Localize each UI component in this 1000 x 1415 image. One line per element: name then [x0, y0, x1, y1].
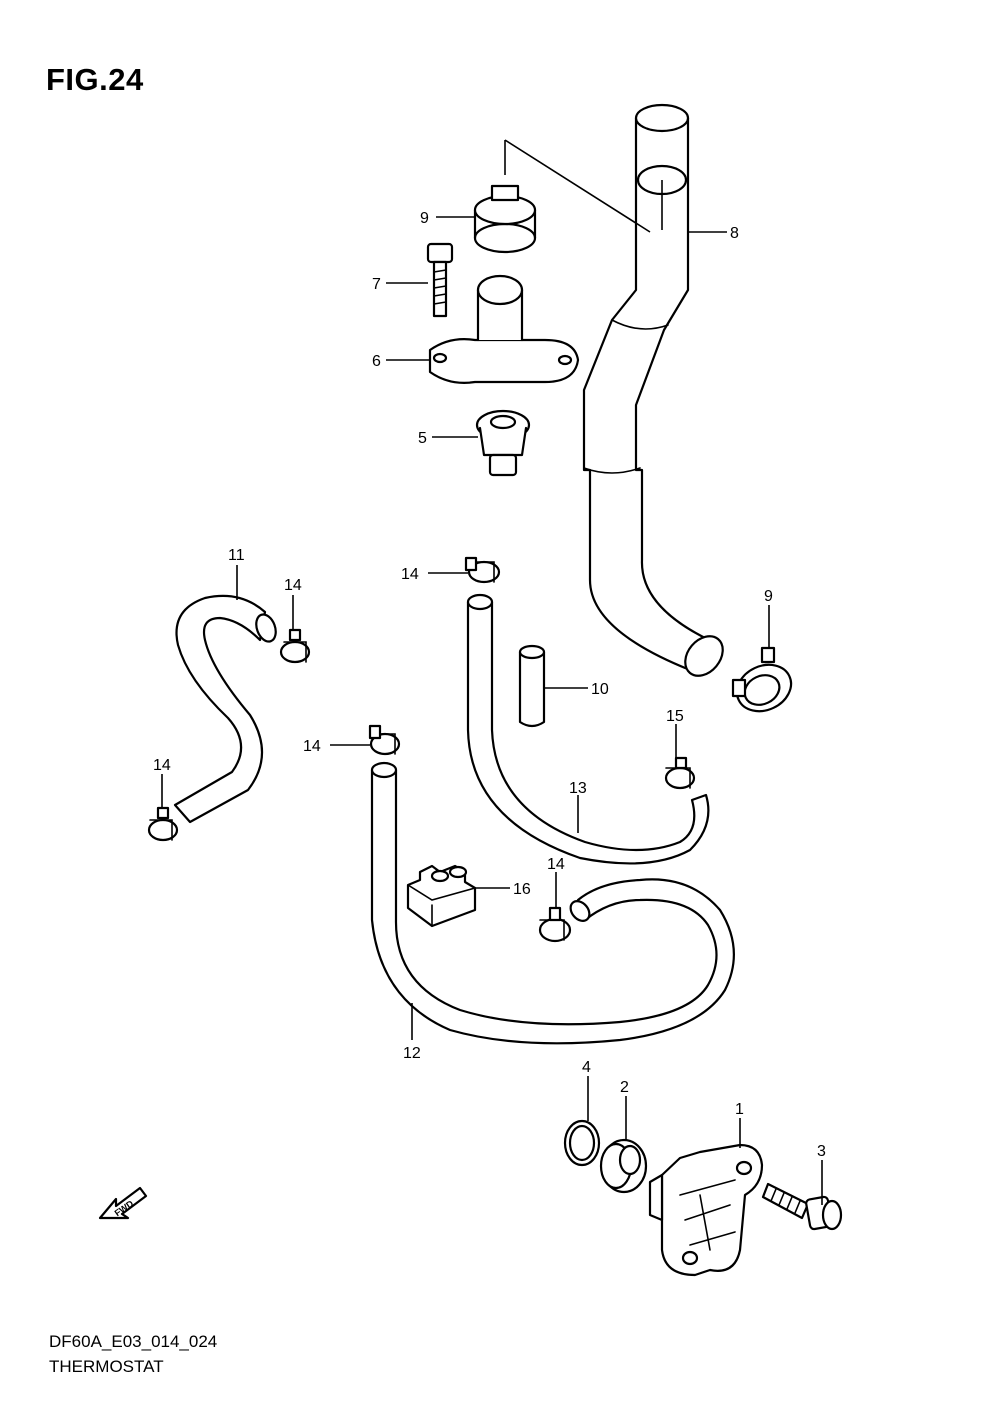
hose-clamp-9-lower[interactable] — [729, 646, 798, 720]
callout-14-e: 14 — [547, 856, 565, 873]
hose-8[interactable] — [582, 103, 730, 683]
callout-6: 6 — [372, 353, 381, 370]
hose-clamp-14-c[interactable] — [464, 556, 501, 584]
thermostat-cover-6[interactable] — [428, 274, 580, 384]
callout-14-c: 14 — [401, 566, 419, 583]
callout-9-lower: 9 — [764, 588, 773, 605]
callout-8-leader — [504, 139, 727, 233]
hose-clamp-14-d[interactable] — [368, 724, 401, 756]
figure-code: DF60A_E03_014_024 — [49, 1332, 218, 1351]
hose-clamp-9-upper[interactable] — [473, 184, 537, 254]
callout-1: 1 — [735, 1101, 744, 1118]
hose-12[interactable] — [370, 761, 735, 1045]
hose-13[interactable] — [466, 593, 710, 865]
callout-3: 3 — [817, 1143, 826, 1160]
hose-clamp-14-e[interactable] — [538, 906, 572, 943]
callout-9-upper: 9 — [420, 210, 429, 227]
callout-5: 5 — [418, 430, 427, 447]
callout-14-d: 14 — [303, 738, 321, 755]
callout-16: 16 — [513, 881, 531, 898]
callout-4: 4 — [582, 1059, 591, 1076]
thermostat-5[interactable] — [475, 409, 531, 477]
hose-clamp-15[interactable] — [664, 756, 696, 790]
fwd-arrow-icon: FWD — [98, 1186, 148, 1220]
callout-12: 12 — [403, 1045, 421, 1062]
callout-14-b: 14 — [153, 757, 171, 774]
bolt-3[interactable] — [761, 1182, 843, 1231]
callout-8: 8 — [730, 225, 739, 242]
hose-11[interactable] — [173, 594, 279, 824]
pipe-10[interactable] — [518, 644, 546, 728]
callout-14-a: 14 — [284, 577, 302, 594]
hose-holder-16[interactable] — [406, 864, 477, 928]
callout-2: 2 — [620, 1079, 629, 1096]
figure-title: FIG.24 — [46, 62, 144, 97]
o-ring-4[interactable] — [563, 1119, 601, 1167]
hose-clamp-14-b[interactable] — [147, 806, 179, 842]
callout-10: 10 — [591, 681, 609, 698]
callout-7: 7 — [372, 276, 381, 293]
hose-clamp-14-a[interactable] — [279, 628, 311, 664]
callout-11: 11 — [228, 547, 245, 564]
thermostat-housing-1[interactable] — [648, 1143, 764, 1277]
bolt-7[interactable] — [426, 242, 454, 318]
seal-2[interactable] — [599, 1138, 648, 1194]
callout-13: 13 — [569, 780, 587, 797]
callout-15: 15 — [666, 708, 684, 725]
figure-name: THERMOSTAT — [49, 1357, 164, 1376]
